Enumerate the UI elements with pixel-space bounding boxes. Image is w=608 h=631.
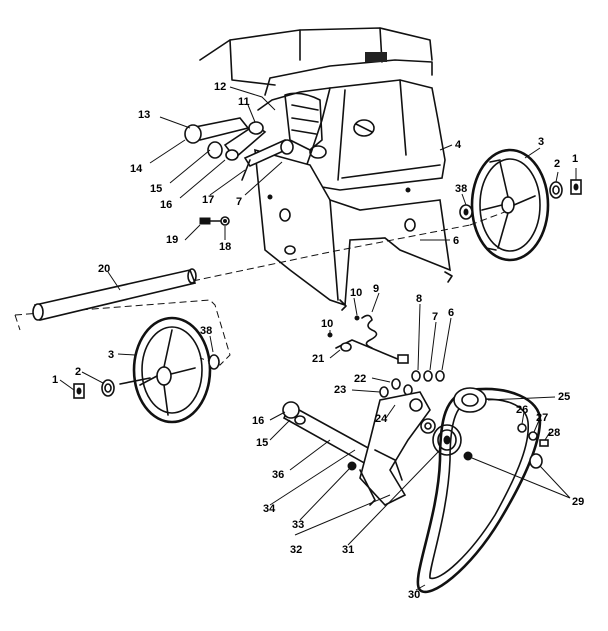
axle-axis-line [149,224,471,291]
callout-23: 23 [334,384,346,396]
spring-9 [361,314,378,349]
callout-26: 26 [516,404,528,416]
callout-10-lower: 10 [321,318,333,330]
idler-bracket [359,391,431,506]
hardware-26-27-28 [517,423,549,447]
callout-16-bottom: 16 [252,415,264,427]
wheel-left [119,316,212,424]
callout-4: 4 [455,139,462,151]
callout-16-top: 16 [160,199,172,211]
callout-21: 21 [312,353,324,365]
callout-28: 28 [548,427,560,439]
callout-8: 8 [416,293,422,305]
axle-rod [32,268,197,321]
nut-18 [220,216,230,226]
washer-24 [420,418,436,434]
clip-10a [354,315,360,321]
callout-20: 20 [98,263,110,275]
washer-29 [529,453,543,469]
callout-19: 19 [166,234,178,246]
leader-lines [59,86,577,591]
wheel-axis-line [469,209,511,226]
callout-7-top: 7 [236,196,242,208]
drive-belt [416,387,542,594]
callout-32: 32 [290,544,302,556]
pin-21 [335,339,409,364]
callout-34: 34 [263,503,276,515]
pivot-arm-assembly [184,117,294,181]
callout-33: 33 [292,519,304,531]
washer-2-right [549,181,563,199]
frame-housing [284,79,446,191]
callout-7-mid: 7 [432,311,438,323]
callout-9: 9 [373,283,379,295]
callout-38-left: 38 [200,325,212,337]
callout-36: 36 [272,469,284,481]
engine-housing [199,27,433,111]
callout-15-bottom: 15 [256,437,268,449]
callout-2-left: 2 [75,366,81,378]
callout-29: 29 [572,496,584,508]
pulley-25 [453,387,487,413]
callout-labels: 1 2 3 4 38 6 13 12 11 14 15 16 17 7 19 1… [52,81,584,601]
callout-38-right: 38 [455,183,467,195]
callout-6-frame: 6 [453,235,459,247]
callout-17: 17 [202,194,214,206]
callout-30: 30 [408,589,420,601]
callout-14: 14 [130,163,143,175]
callout-1-right: 1 [572,153,578,165]
callout-6-mid: 6 [448,307,454,319]
callout-27: 27 [536,412,548,424]
callout-15-top: 15 [150,183,162,195]
callout-25: 25 [558,391,570,403]
callout-3-right: 3 [538,136,544,148]
side-plate [254,148,453,311]
callout-11: 11 [238,96,250,108]
callout-18: 18 [219,241,231,253]
callout-3-left: 3 [108,349,114,361]
washer-38-right [459,204,473,220]
callout-24: 24 [375,413,388,425]
nut-1-left [73,383,85,399]
hardware-8-7-6 [411,370,445,382]
callout-22: 22 [354,373,366,385]
callout-2-right: 2 [554,158,560,170]
washer-38-left [208,354,220,370]
callout-31: 31 [342,544,354,556]
callout-1-left: 1 [52,374,58,386]
callout-12: 12 [214,81,226,93]
callout-10-upper: 10 [350,287,362,299]
wheel-right [470,148,550,262]
callout-13: 13 [138,109,150,121]
washer-2-left [101,379,115,397]
nut-1-right [570,179,582,195]
